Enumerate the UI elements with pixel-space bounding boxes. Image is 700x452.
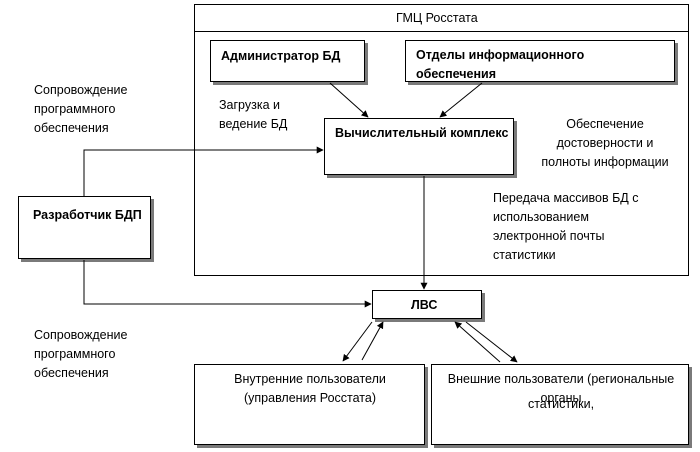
software-support-top: Сопровождение программного обеспечения	[34, 83, 128, 135]
software-support-bottom: Сопровождение программного обеспечения	[34, 328, 128, 380]
edge-lan-external-down	[465, 321, 518, 363]
external-users-node: Внешние пользователи (региональные орган…	[431, 364, 689, 445]
edge-lan-internal-up	[361, 321, 384, 361]
reliability-note: Обеспечение достоверности и полноты инфо…	[540, 96, 670, 171]
developer-label: Разработчик БДП	[33, 208, 142, 222]
loading-note: Загрузка и ведение БД	[219, 98, 288, 131]
edge-lan-external-up	[454, 321, 501, 363]
info-depts-label: Отделы информационного обеспечения	[416, 48, 585, 81]
external-users-label: Внешние пользователи (региональные орган…	[447, 372, 675, 405]
info-depts-node: Отделы информационного обеспечения	[405, 40, 675, 82]
computing-label: Вычислительный комплекс	[335, 126, 509, 140]
internal-users-node: Внутренние пользователи (управления Росс…	[194, 364, 425, 445]
computing-node: Вычислительный комплекс	[324, 118, 514, 175]
center-title-rule	[194, 31, 689, 32]
transfer-note: Передача массивов БД с использованием эл…	[493, 191, 639, 262]
external-users-label-2: статистики,	[527, 397, 595, 411]
reliability-text: Обеспечение достоверности и полноты инфо…	[541, 117, 669, 169]
internal-users-label: Внутренние пользователи (управления Росс…	[234, 372, 386, 405]
edge-lan-internal-down	[342, 321, 373, 362]
center-title: ГМЦ Росстата	[396, 11, 478, 25]
developer-node: Разработчик БДП	[18, 196, 151, 259]
lan-node: ЛВС	[372, 290, 482, 319]
admin-label: Администратор БД	[221, 49, 341, 63]
lan-label: ЛВС	[411, 298, 438, 312]
admin-node: Администратор БД	[210, 40, 365, 82]
